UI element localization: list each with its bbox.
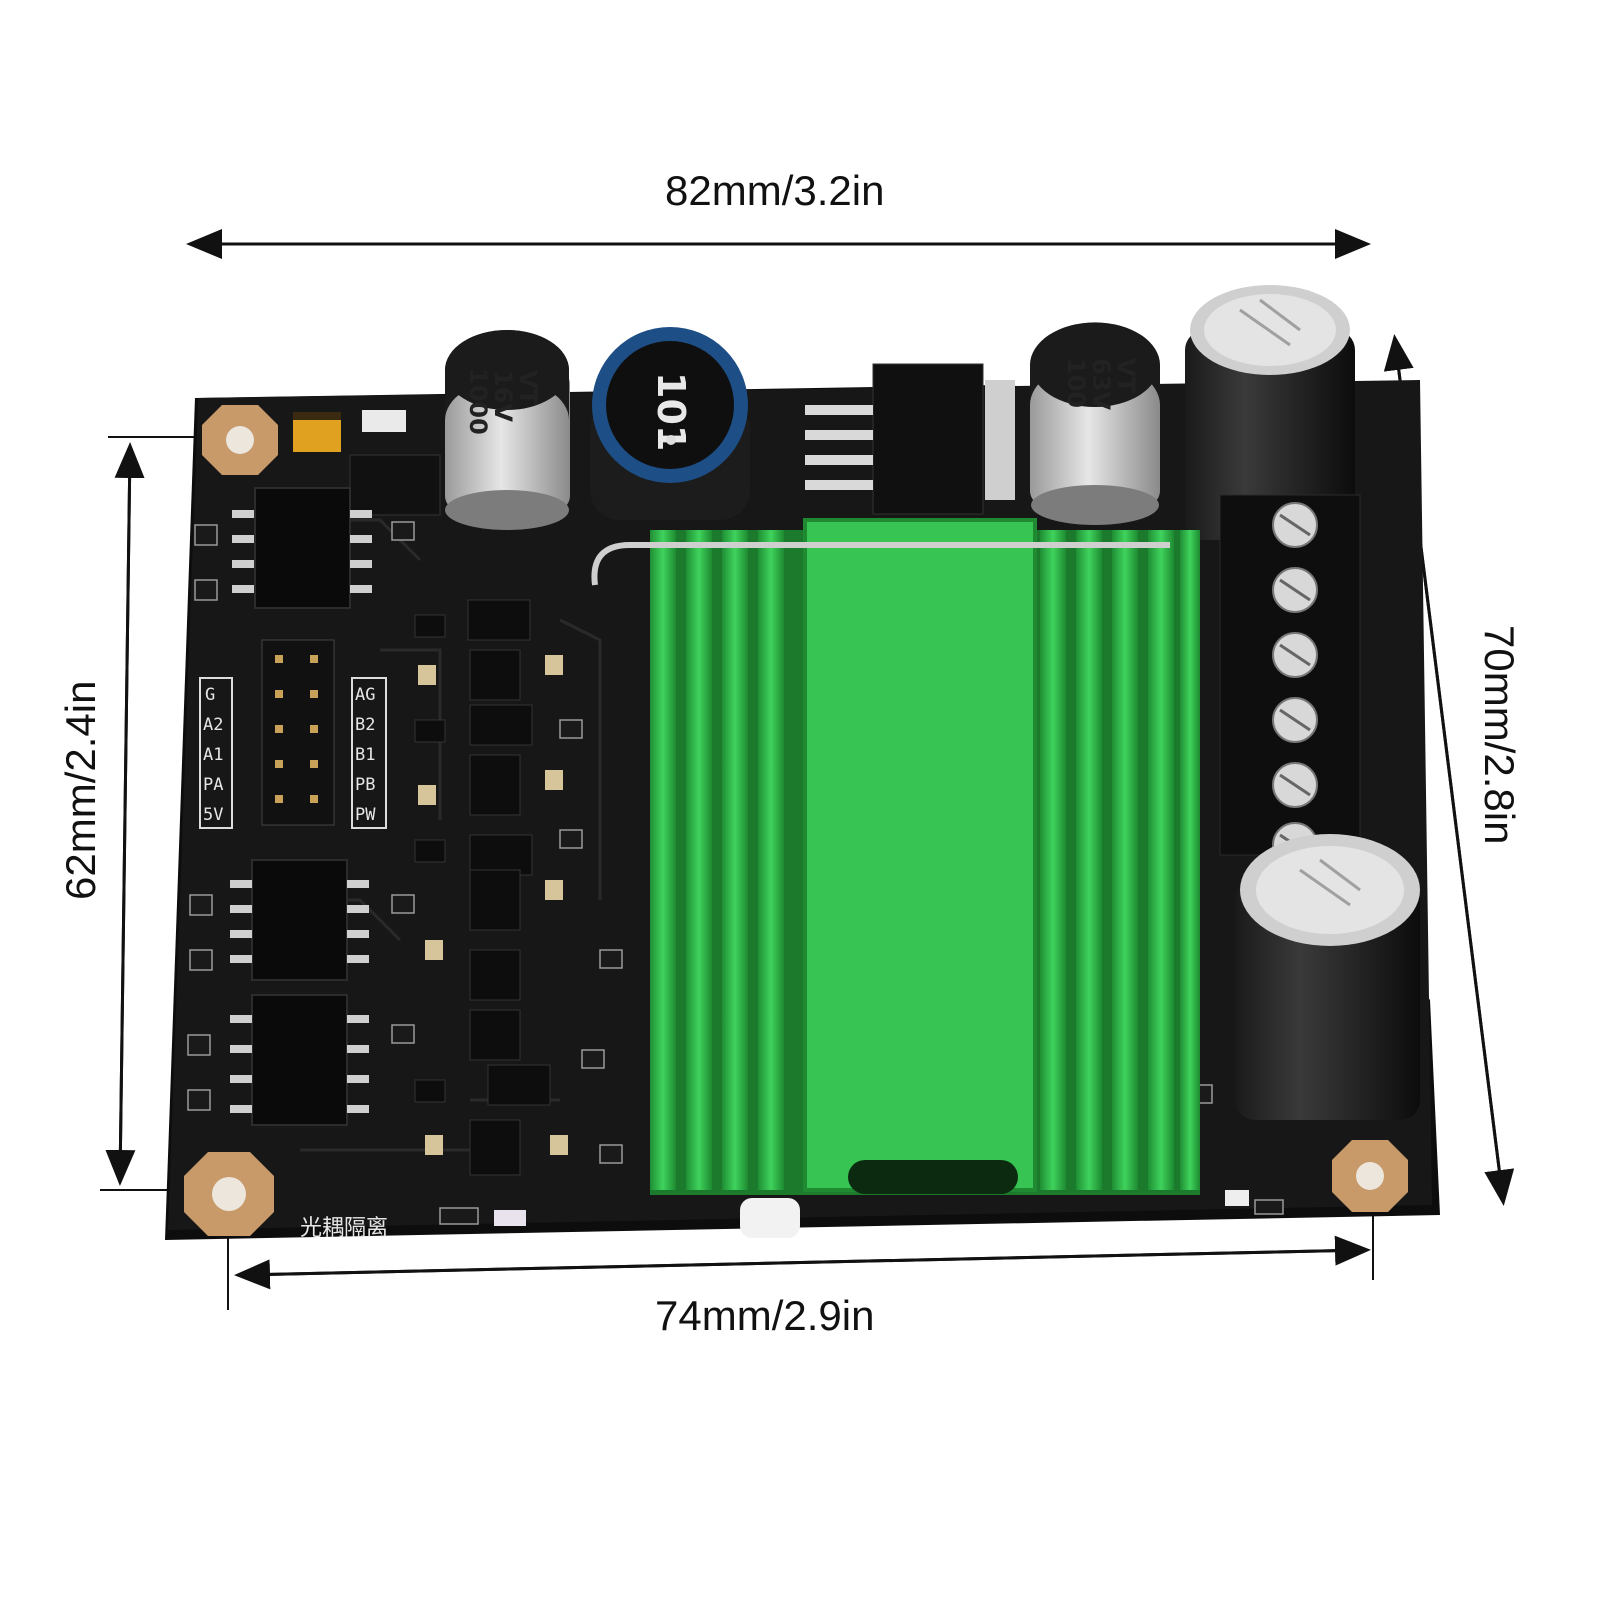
status-led	[494, 1210, 526, 1226]
heatsink-fins	[650, 530, 1200, 1190]
cap-100-line3: VT	[1112, 358, 1140, 394]
pin-label-g: G	[205, 685, 215, 705]
nylon-standoff	[740, 1198, 800, 1238]
heatsink-center-plate	[803, 518, 1037, 1192]
pin-label-a1: A1	[203, 745, 223, 765]
pin-label-ag: AG	[355, 685, 375, 705]
dimension-left-height: 62mm/2.4in	[57, 680, 104, 900]
smd-components	[187, 521, 1284, 1226]
mounting-hole-tl	[202, 405, 278, 475]
capacitor-100uf: 100 63V VT	[1030, 322, 1160, 525]
inductor-101: 101	[590, 327, 750, 520]
pin-label-b1: B1	[355, 745, 375, 765]
heatsink-clip	[591, 542, 1170, 586]
cap-100-line1: 100	[1062, 358, 1090, 408]
cap-1000-line2: 16V	[489, 370, 517, 422]
pin-label-pb: PB	[355, 775, 375, 795]
optocoupler-chips	[251, 487, 351, 1126]
heatsink	[591, 518, 1200, 1195]
screw-terminal-block	[1219, 494, 1361, 868]
pin-header	[261, 639, 335, 826]
pin-label-a2: A2	[203, 715, 223, 735]
mounting-hole-bl	[184, 1152, 274, 1236]
dimension-bottom-width: 74mm/2.9in	[655, 1292, 875, 1339]
pin-label-pw: PW	[355, 805, 376, 825]
cap-1000-line1: 1000	[464, 368, 492, 435]
pin-label-5v: 5V	[203, 805, 223, 825]
electrolytic-capacitor-top	[1185, 285, 1355, 540]
mounting-hole-br	[1332, 1140, 1408, 1212]
left-arrow-up	[114, 442, 145, 1181]
silkscreen-left-labels: G A2 A1 PA 5V	[199, 677, 233, 829]
cap-1000-line3: VT	[514, 370, 542, 406]
bottom-arrow-left	[234, 1248, 1366, 1290]
smd-diode	[362, 410, 406, 432]
dimension-top-width: 82mm/3.2in	[665, 167, 885, 214]
pin-label-b2: B2	[355, 715, 375, 735]
dimension-right-height: 70mm/2.8in	[1476, 625, 1523, 845]
pin-label-pa: PA	[203, 775, 223, 795]
capacitor-1000uf: 1000 16V VT	[445, 330, 570, 530]
opto-isolation-label: 光耦隔离	[300, 1216, 388, 1241]
power-mosfet	[805, 363, 1015, 515]
voltage-regulator	[349, 454, 441, 516]
heatsink-slot	[848, 1160, 1018, 1194]
cap-100-line2: 63V	[1087, 358, 1115, 410]
silkscreen-right-labels: AG B2 B1 PB PW	[351, 677, 387, 829]
electrolytic-capacitor-bottom	[1235, 834, 1420, 1120]
